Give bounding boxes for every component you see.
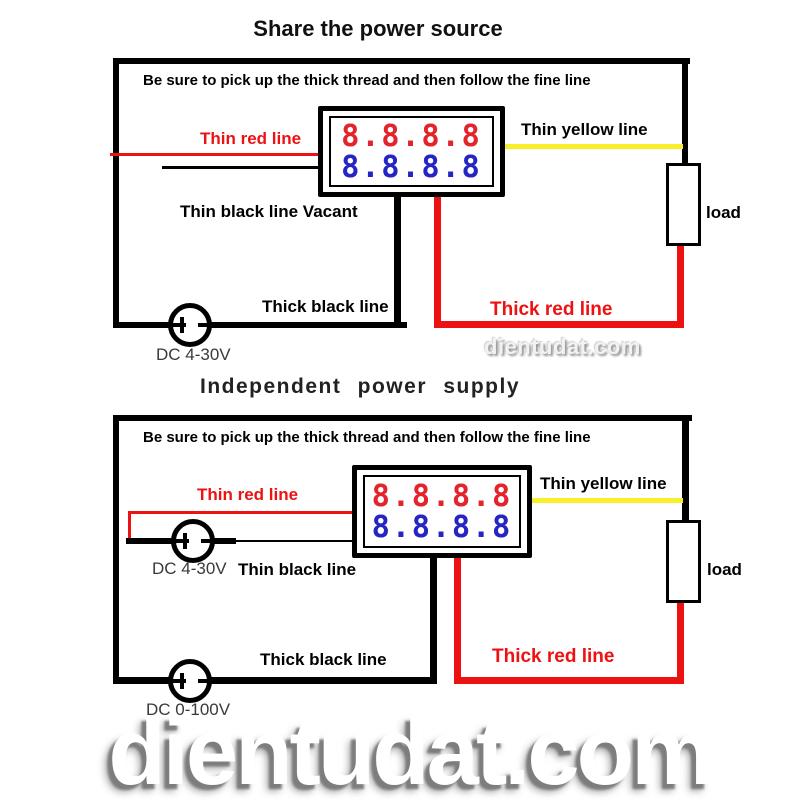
diagram2-title: Independent power supply (199, 375, 521, 398)
d1-meter-screen: 8.8.8.8 8.8.8.8 (329, 116, 494, 187)
d2-meter-supply-symbol (171, 519, 215, 563)
plus-terminal-icon (170, 679, 186, 683)
d2-meter-supply-label: DC 4-30V (152, 559, 227, 578)
plus-terminal-icon (180, 317, 184, 333)
d2-thin-yellow-label: Thin yellow line (540, 474, 667, 493)
d1-load-box (666, 163, 701, 246)
d1-thick-black-line (113, 322, 407, 328)
d2-load-box (666, 520, 701, 603)
d2-thick-black-line (113, 677, 437, 684)
d2-thick-black-label: Thick black line (260, 650, 387, 669)
d1-frame-top (113, 58, 690, 64)
d1-meter: 8.8.8.8 8.8.8.8 (318, 106, 505, 197)
d2-frame-right-to-load (682, 415, 689, 523)
d1-frame-left (113, 58, 119, 328)
d2-thin-red-line (128, 511, 352, 514)
d2-thick-red-label: Thick red line (492, 646, 615, 667)
d1-thin-black-line-vacant (162, 166, 320, 169)
d1-thin-red-line (110, 153, 320, 156)
d2-note: Be sure to pick up the thick thread and … (143, 429, 591, 446)
d2-thin-yellow-line (530, 498, 683, 503)
d2-main-supply-symbol (168, 659, 212, 703)
diagram1-title: Share the power source (253, 16, 503, 41)
d2-meter-red-wire (454, 558, 461, 684)
d2-frame-left (113, 415, 119, 683)
d1-frame-right-to-load (682, 58, 688, 165)
plus-terminal-icon (170, 323, 186, 327)
d2-thin-red-drop (128, 511, 131, 542)
d2-meter-screen: 8.8.8.8 8.8.8.8 (363, 475, 521, 548)
d1-meter-red-wire (434, 197, 441, 328)
d2-thin-red-label: Thin red line (197, 485, 299, 504)
d1-power-source-symbol (168, 303, 212, 347)
watermark-middle: dientudat.com (484, 334, 641, 359)
d1-voltage-readout: 8.8.8.8 (341, 118, 482, 154)
plus-terminal-icon (180, 673, 184, 689)
d1-thin-red-label: Thin red line (200, 129, 302, 148)
d2-current-readout: 8.8.8.8 (371, 509, 513, 545)
watermark-bottom: dientudat.com (108, 699, 714, 800)
d2-thin-black-label: Thin black line (238, 560, 357, 579)
plus-terminal-icon (183, 533, 187, 549)
minus-terminal-icon (198, 679, 210, 683)
d2-meter-black-wire (430, 558, 437, 684)
minus-terminal-icon (201, 539, 213, 543)
d2-voltage-readout: 8.8.8.8 (371, 478, 513, 514)
d1-thick-red-label: Thick red line (490, 299, 613, 320)
minus-terminal-icon (198, 323, 210, 327)
d2-thick-red-line (454, 677, 684, 684)
d2-load-label: load (707, 560, 742, 579)
d2-main-supply-label: DC 0-100V (146, 700, 231, 719)
d1-red-wire-to-load (677, 244, 684, 328)
d1-load-label: load (706, 203, 741, 222)
d2-meter: 8.8.8.8 8.8.8.8 (352, 465, 532, 558)
d2-thin-black-line (236, 540, 352, 542)
d1-thick-red-line (434, 321, 684, 328)
d2-frame-top (113, 415, 692, 421)
d1-current-readout: 8.8.8.8 (341, 149, 482, 185)
d1-note: Be sure to pick up the thick thread and … (143, 72, 591, 89)
d1-thick-black-label: Thick black line (262, 297, 389, 316)
d1-meter-black-wire (394, 197, 401, 328)
d1-thin-yellow-line (503, 144, 683, 149)
plus-terminal-icon (173, 539, 189, 543)
d2-red-wire-to-load (677, 601, 684, 684)
d1-thin-black-vacant-label: Thin black line Vacant (180, 202, 358, 221)
d1-power-source-label: DC 4-30V (156, 345, 231, 364)
d1-thin-yellow-label: Thin yellow line (521, 120, 648, 139)
